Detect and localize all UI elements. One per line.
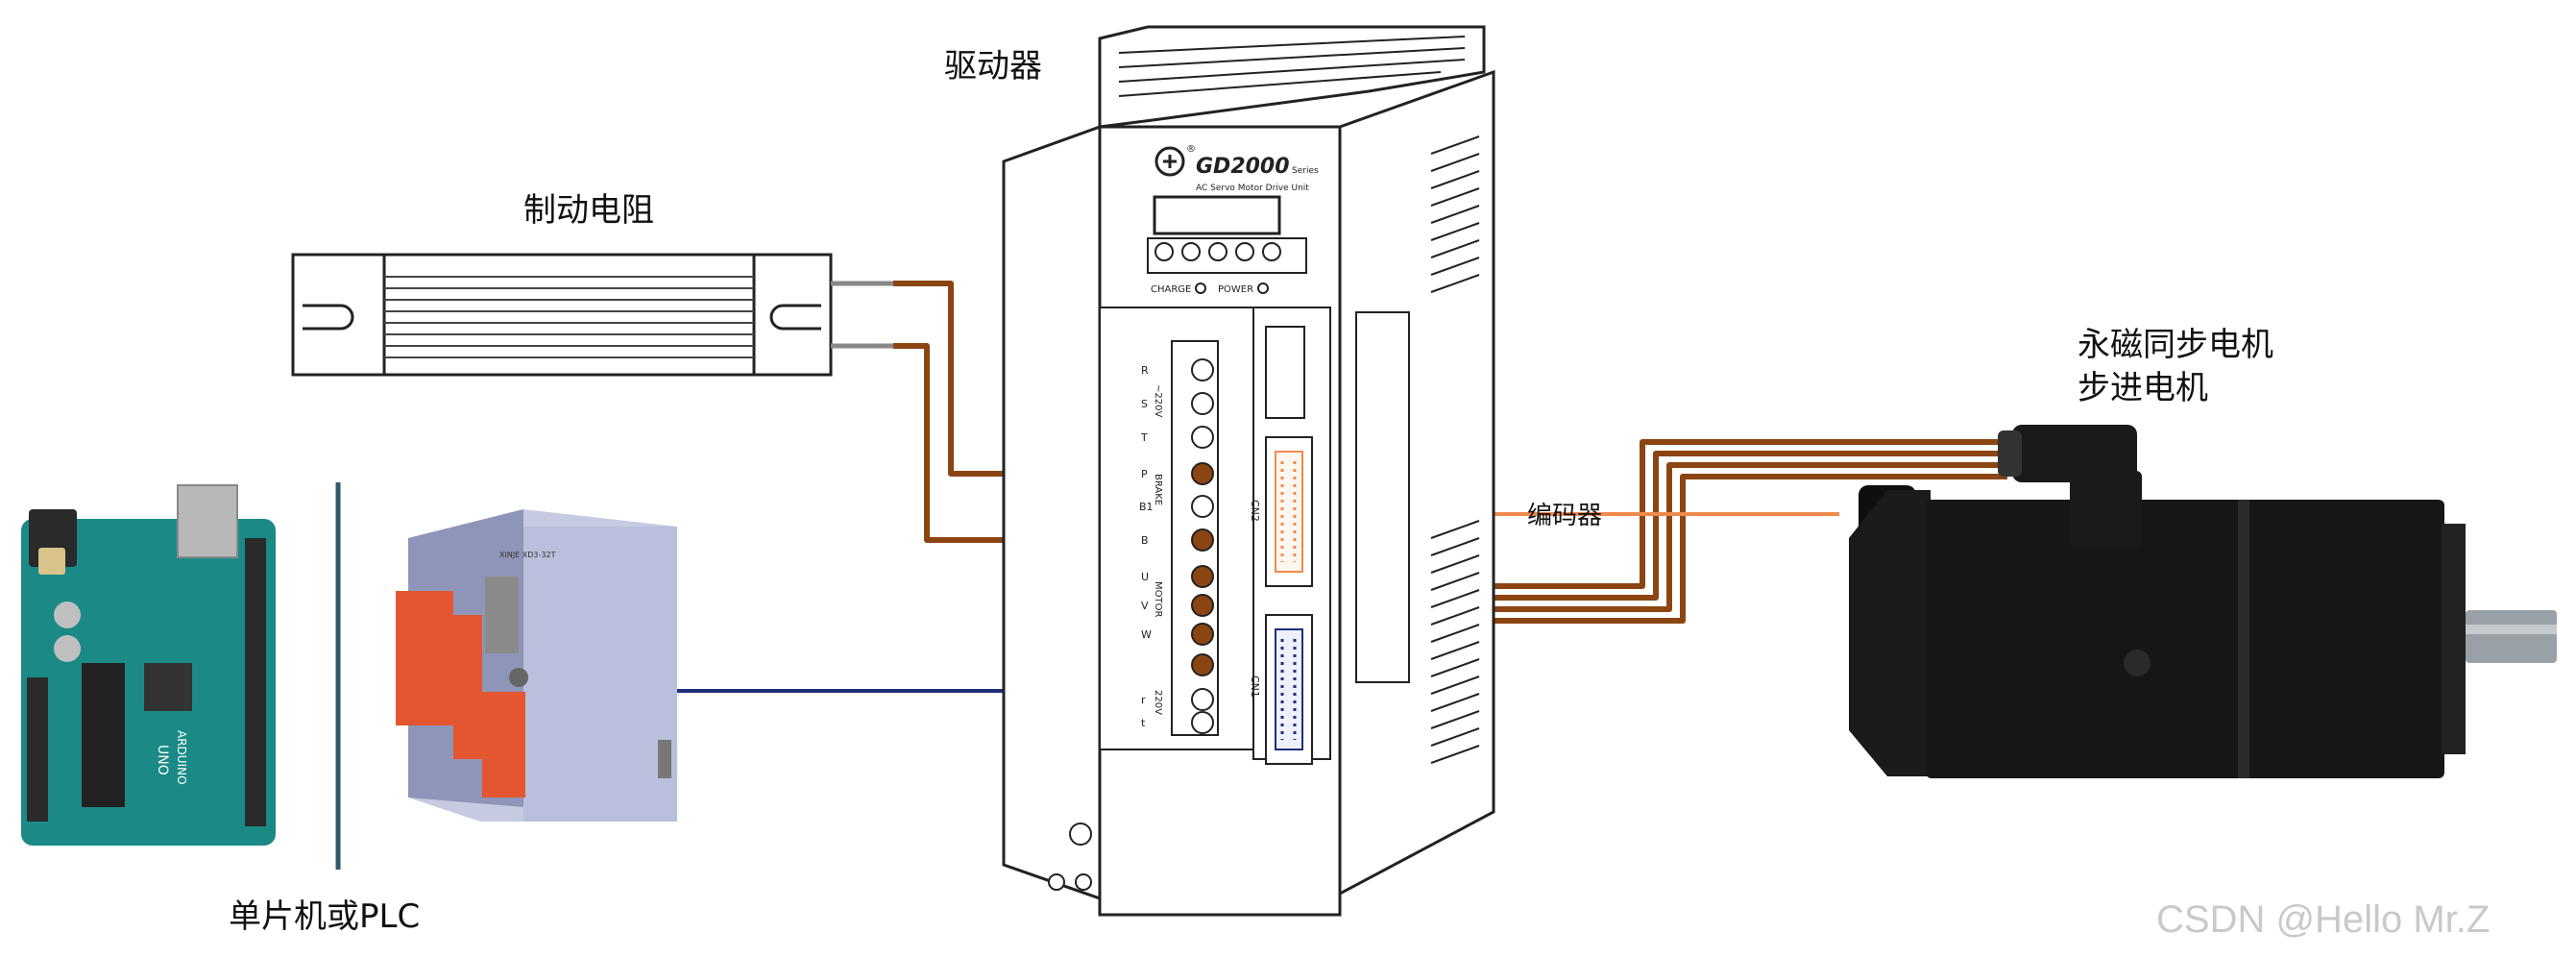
- terminal-letter: T: [1140, 431, 1148, 444]
- group-220v-top: ~220V: [1153, 384, 1163, 417]
- terminal-letter: P: [1141, 468, 1148, 480]
- plc-terminals: [396, 591, 525, 798]
- group-motor: MOTOR: [1153, 581, 1163, 617]
- brand-mark: ®: [1186, 144, 1196, 155]
- terminal-letter: W: [1141, 628, 1152, 641]
- ground-terminal-icon: [1069, 823, 1092, 846]
- key-mode-icon: [1208, 242, 1227, 261]
- brake-resistor: [291, 253, 893, 377]
- group-220v-bottom: 220V: [1153, 690, 1163, 715]
- group-brake: BRAKE: [1153, 474, 1163, 505]
- cn1-label: CN1: [1249, 676, 1261, 698]
- charge-led-icon: [1195, 282, 1206, 294]
- power-label: POWER: [1218, 284, 1253, 295]
- key-down-icon: [1181, 242, 1201, 261]
- terminal-letter: B: [1141, 534, 1149, 547]
- label-controller: 单片机或PLC: [229, 897, 420, 936]
- watermark: CSDN @Hello Mr.Z: [2156, 898, 2490, 941]
- model-series: Series: [1292, 166, 1319, 176]
- terminal-letter: U: [1141, 571, 1149, 583]
- arduino-board: UNO ARDUINO: [21, 484, 276, 846]
- plc-tag: XINJE XD3-32T: [499, 551, 556, 559]
- label-brake-resistor: 制动电阻: [523, 191, 654, 230]
- usb-port: [1265, 326, 1305, 419]
- pin-headers: [27, 538, 266, 826]
- plc-module: XINJE XD3-32T: [396, 509, 677, 822]
- terminal-letter: B1: [1139, 501, 1154, 513]
- terminal-letter: S: [1141, 398, 1148, 410]
- board-arduino-text: ARDUINO: [175, 730, 188, 785]
- driver-subtitle: AC Servo Motor Drive Unit: [1196, 184, 1309, 193]
- terminal-letter: R: [1141, 364, 1149, 377]
- board-uno-text: UNO: [155, 745, 170, 775]
- cn1-connector: [1265, 614, 1313, 765]
- driver-vents: [1430, 135, 1480, 764]
- servo-driver: ® GD2000 Series AC Servo Motor Drive Uni…: [1002, 25, 1495, 917]
- charge-label: CHARGE: [1151, 284, 1191, 295]
- power-led-icon: [1257, 282, 1269, 294]
- terminal-letter: r: [1141, 694, 1146, 706]
- label-motor-line2: 步进电机: [2078, 369, 2208, 407]
- terminal-letters: R S T P B1 B U V W r t: [1139, 364, 1154, 729]
- cn2-label: CN2: [1249, 500, 1261, 522]
- label-driver: 驱动器: [944, 47, 1042, 86]
- motor-connector: [1998, 425, 2142, 548]
- terminal-letter: t: [1141, 717, 1146, 729]
- key-up-icon: [1154, 242, 1174, 261]
- key-shift-icon: [1235, 242, 1254, 261]
- terminal-screws: [1171, 340, 1219, 736]
- model-name: GD2000: [1196, 155, 1290, 179]
- resistor-fins: [384, 276, 754, 358]
- servo-motor: [1849, 425, 2557, 778]
- terminal-letter: V: [1141, 600, 1149, 612]
- key-enter-icon: [1262, 242, 1281, 261]
- cn2-connector: [1265, 436, 1313, 587]
- label-encoder: 编码器: [1527, 502, 1602, 530]
- driver-display: [1153, 195, 1281, 235]
- label-motor-line1: 永磁同步电机: [2078, 326, 2273, 364]
- driver-keypad: [1147, 237, 1307, 274]
- microcontroller-chip: [82, 663, 125, 807]
